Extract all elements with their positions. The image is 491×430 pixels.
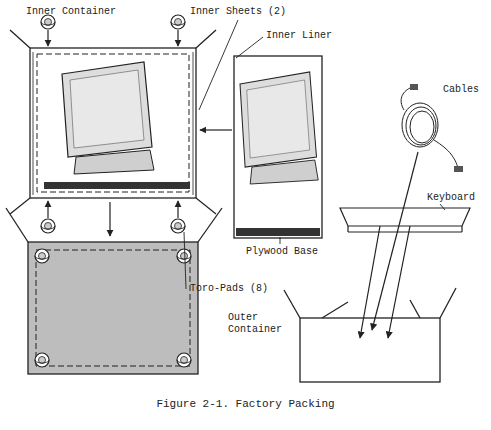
part-name: Outer Container <box>228 312 292 336</box>
part-name: Inner Sheets (2) <box>190 6 286 18</box>
part-name: Keyboard <box>427 192 475 204</box>
part-name: Toro-Pads (8) <box>190 283 268 295</box>
part-name: Inner Container <box>26 6 116 18</box>
part-name: Inner Liner <box>266 30 332 42</box>
part-name: Cables <box>443 84 479 96</box>
part-name: Plywood Base <box>246 246 318 258</box>
figure-caption: Figure 2-1. Factory Packing <box>0 398 491 410</box>
